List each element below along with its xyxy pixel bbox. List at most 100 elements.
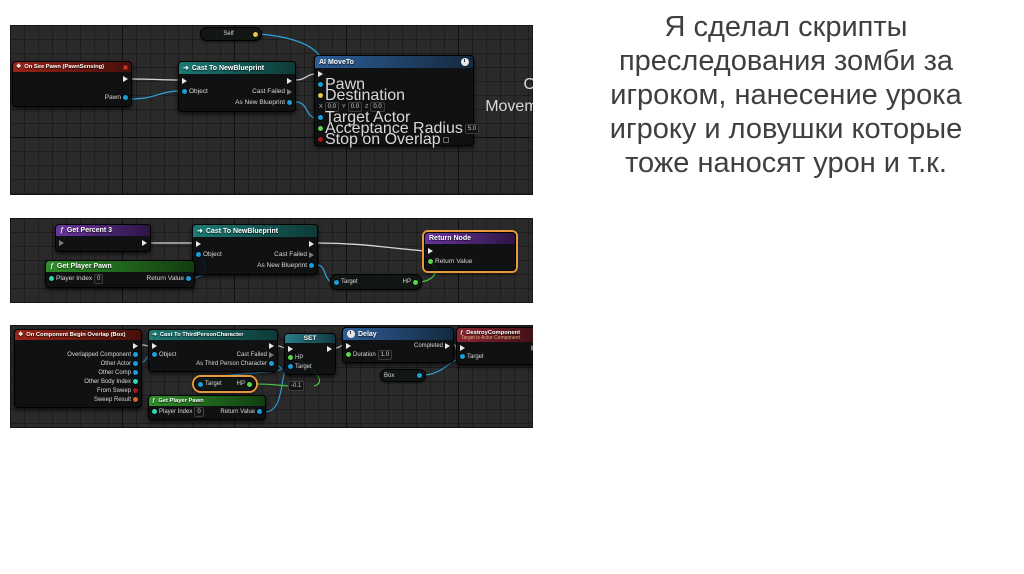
z-value-field: 0.0 [370,101,385,112]
hp-pin [288,355,293,360]
self-pin [253,31,258,37]
pin-label: Pawn [325,75,366,93]
acceptance-radius-pin [318,126,323,131]
from-sweep-pin [133,388,138,393]
delay-node: Delay Completed Duration 1.0 [342,327,454,363]
function-icon: ƒ [460,330,464,336]
node-title: Delay [358,330,377,338]
target-pin [334,279,339,285]
node-title: Return Node [429,235,471,242]
as-new-blueprint-pin [309,263,314,268]
delegate-pin [123,64,128,70]
pin-label: Stop on Overlap [325,130,441,148]
latent-clock-icon [461,58,469,66]
duration-field: 1.0 [377,349,393,360]
pin-label: Cast Failed [236,351,267,358]
cast-icon: ➜ [183,65,189,72]
as-third-person-character-pin [269,361,274,366]
node-title: AI MoveTo [319,58,354,66]
pin-label: Target [341,279,358,285]
on-component-begin-overlap-node: ❖ On Component Begin Overlap (Box) Overl… [14,329,142,408]
set-hp-node: SET HP Target [284,333,336,375]
pin-label: As New Blueprint [257,262,307,269]
stop-on-overlap-pin [318,137,323,142]
node-header: ➜ Cast To ThirdPersonCharacter [149,330,277,340]
clock-icon [347,330,355,338]
axis-label-y: Y [342,103,346,110]
event-icon: ❖ [16,64,22,70]
x-value-field: 0.0 [324,101,340,112]
node-title: DestroyComponent [466,330,521,336]
hp-pin [247,381,252,387]
box-variable-node: Box [380,369,426,382]
destroy-component-node: ƒ DestroyComponent Target is Actor Compo… [456,327,533,365]
exec-in-pin [196,240,201,247]
cast-to-newblueprint-node: ➜ Cast To NewBlueprint Object Cast Faile… [192,224,318,275]
blueprint-screenshot-percent: ƒ Get Percent 3 ➜ Cast To NewBlueprint [10,218,533,303]
exec-out-pin [287,77,292,84]
node-title: Cast To ThirdPersonCharacter [159,332,244,338]
pin-label: Object [189,88,208,95]
exec-out-pin [123,75,128,82]
pin-label: Destination [325,86,406,104]
pin-label: Target [205,381,222,387]
hp-pin [413,279,418,285]
pin-label: Target [467,353,484,360]
stop-on-overlap-checkbox [442,136,449,143]
blueprint-screenshot-chase: Self ❖ On See Pawn (PawnSensing) Pawn [10,25,533,195]
node-header: ❖ On See Pawn (PawnSensing) [13,62,131,72]
pin-label: Movement Result [485,97,533,115]
pin-label: Return Value [435,258,473,265]
pin-label: Sweep Result [93,396,131,403]
node-header: ➜ Cast To NewBlueprint [193,225,317,237]
exec-in-pin [152,342,157,349]
return-node: Return Node Return Value [424,232,516,271]
pin-label: Completed [413,342,443,349]
pin-label: HP [295,354,304,361]
node-title: Box [384,372,395,379]
get-player-pawn-node: ƒ Get Player Pawn Player Index 0 Return … [148,395,266,420]
pin-label: Pawn [104,94,121,101]
node-header: ƒ Get Player Pawn [149,396,265,406]
pin-label: Duration [353,351,376,358]
node-header: ❖ On Component Begin Overlap (Box) [15,330,141,340]
player-index-pin [49,276,54,281]
exec-out-pin [142,239,147,246]
node-subtitle: Target is Actor Component [457,336,533,342]
pin-label: Other Body Index [84,378,131,385]
function-icon: ƒ [152,398,156,404]
pin-label: Return Value [220,408,255,415]
function-icon: ƒ [60,227,64,234]
return-value-pin [428,259,433,264]
exec-out-pin [133,342,138,349]
exec-in-pin [460,344,465,351]
cast-failed-pin [287,88,292,95]
node-title: Get Percent 3 [66,227,113,234]
node-title: Get Player Pawn [56,263,112,270]
as-new-blueprint-pin [287,100,292,105]
pawn-pin [123,95,128,100]
exec-in-pin [428,247,433,254]
node-header: ƒ DestroyComponent [457,328,533,336]
pin-label: Other Actor [100,360,131,367]
cast-to-newblueprint-node: ➜ Cast To NewBlueprint Object Cast Faile… [178,61,296,112]
function-icon: ƒ [50,263,54,270]
return-value-pin [257,409,262,414]
pin-label: Target Actor [325,108,411,126]
other-comp-pin [133,370,138,375]
player-index-field: 0 [194,406,204,417]
sweep-result-pin [133,397,138,402]
cast-icon: ➜ [197,228,203,235]
pin-label: Overlapped Component [67,351,131,358]
duration-pin [346,352,351,357]
other-body-index-pin [133,379,138,384]
player-index-field: 0 [94,273,104,284]
target-pin [460,354,465,359]
blueprint-screenshot-trap: ❖ On Component Begin Overlap (Box) Overl… [10,325,533,428]
pin-label: From Sweep [96,387,131,394]
exec-out-pin [327,345,332,352]
pin-label: Object [159,351,177,358]
object-pin [152,352,157,357]
hp-variable-node: Target HP [330,274,422,290]
pawn-pin [318,82,323,87]
